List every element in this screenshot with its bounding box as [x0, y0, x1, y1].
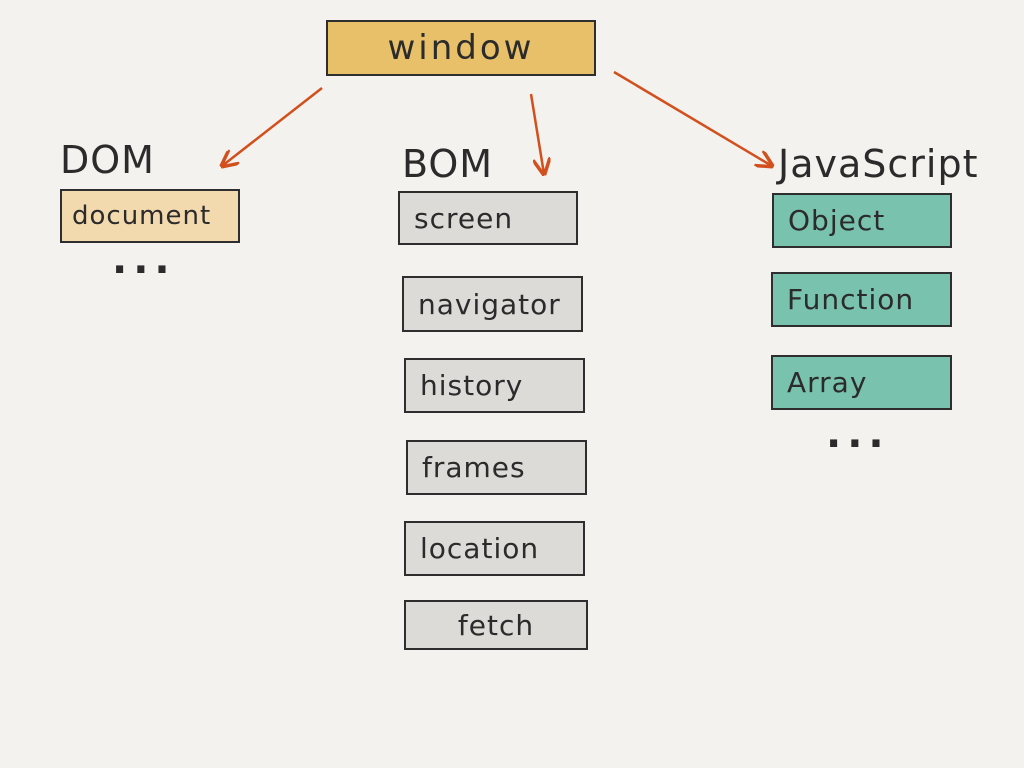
arrow-window-to-bom: [529, 93, 544, 174]
bom-item-label: navigator: [418, 287, 561, 321]
bom-item-label: frames: [422, 451, 526, 484]
window-label: window: [387, 28, 535, 68]
bom-heading: BOM: [402, 142, 494, 186]
js-item-object: Object: [772, 193, 952, 248]
js-item-label: Object: [788, 204, 886, 237]
bom-item-navigator: navigator: [402, 276, 583, 332]
bom-item-label: fetch: [457, 608, 535, 642]
bom-item-label: location: [420, 532, 540, 565]
bom-item-label: screen: [414, 201, 514, 235]
dom-heading: DOM: [60, 138, 155, 182]
js-more-ellipsis: ...: [826, 411, 890, 457]
bom-item-history: history: [404, 358, 585, 413]
js-item-function: Function: [771, 272, 952, 327]
js-item-label: Function: [787, 283, 915, 316]
bom-item-location: location: [404, 521, 585, 576]
bom-item-screen: screen: [398, 191, 578, 245]
window-node: window: [326, 20, 596, 76]
js-item-label: Array: [787, 366, 868, 399]
bom-item-label: history: [420, 369, 524, 402]
arrow-window-to-dom: [222, 87, 323, 166]
dom-item-document: document: [60, 189, 240, 243]
js-item-array: Array: [771, 355, 952, 410]
dom-more-ellipsis: ...: [112, 237, 176, 283]
javascript-heading: JavaScript: [778, 142, 979, 186]
bom-item-frames: frames: [406, 440, 587, 495]
bom-item-fetch: fetch: [404, 600, 588, 650]
arrow-window-to-javascript: [613, 70, 772, 166]
dom-item-label: document: [72, 201, 212, 231]
